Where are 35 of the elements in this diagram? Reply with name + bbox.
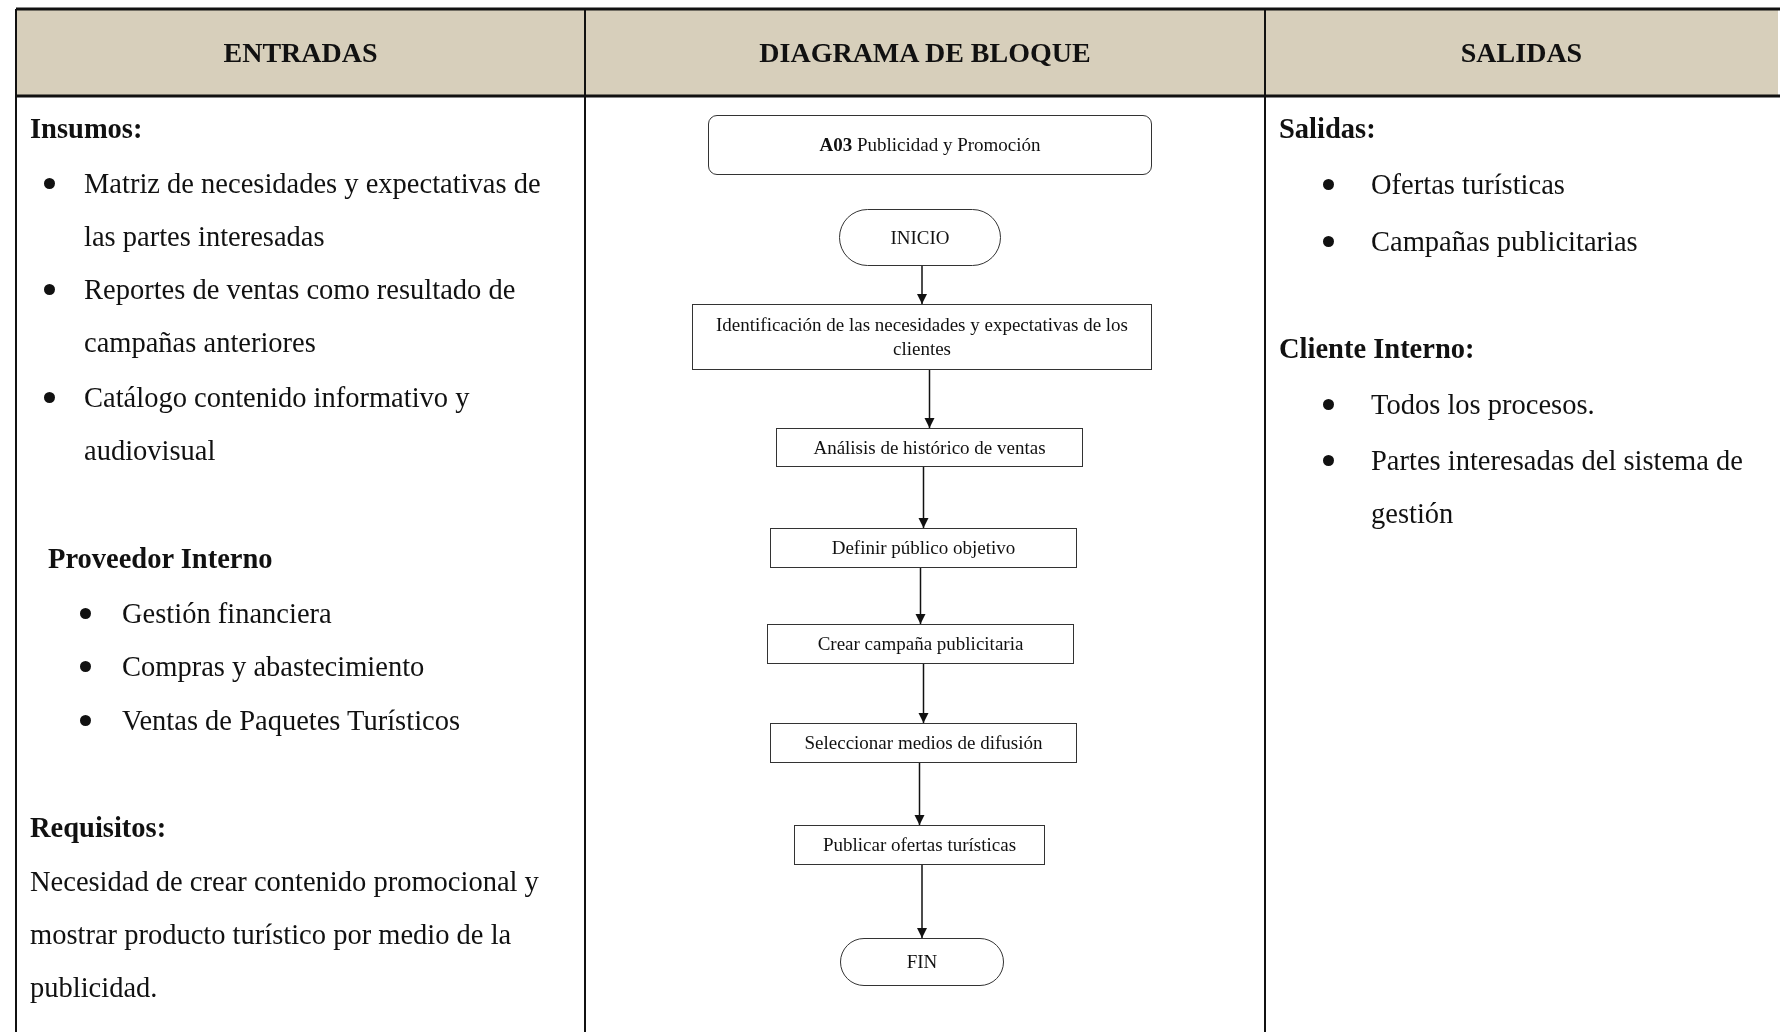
process-box: Crear campaña publicitaria (767, 624, 1074, 664)
list-item: Partes interesadas del sistema de gestión (1371, 444, 1744, 531)
section-heading: Insumos: (30, 112, 144, 146)
list-item: Catálogo contenido informativo y audiovisual (84, 381, 471, 468)
arrow (916, 265, 928, 305)
end-terminal: FIN (840, 938, 1004, 986)
arrow (914, 762, 925, 826)
start-terminal: INICIO (839, 209, 1001, 266)
process-box: Definir público objetivo (770, 528, 1077, 568)
list-item: Compras y abastecimiento (122, 650, 426, 684)
arrow (924, 369, 935, 429)
arrow (916, 864, 928, 939)
process-box: Análisis de histórico de ventas (776, 428, 1083, 467)
process-box: Seleccionar medios de difusión (770, 723, 1077, 763)
list-item: Campañas publicitarias (1371, 225, 1639, 259)
process-box: Publicar ofertas turísticas (794, 825, 1045, 865)
arrow (918, 663, 929, 724)
list-item: Gestión financiera (122, 597, 333, 631)
column-header: ENTRADAS (222, 35, 379, 70)
section-heading: Requisitos: (30, 811, 168, 845)
title-box: A03 Publicidad y Promoción (708, 115, 1152, 175)
process-box: Identificación de las necesidades y expectativas de los clientes (692, 304, 1152, 370)
column-header: DIAGRAMA DE BLOQUE (758, 35, 1092, 70)
arrow (915, 567, 926, 625)
section-heading: Salidas: (1279, 112, 1377, 146)
list-item: Reportes de ventas como resultado de campañas anteriores (84, 273, 517, 360)
list-item: Ofertas turísticas (1371, 168, 1566, 202)
list-item: Ventas de Paquetes Turísticos (122, 704, 462, 738)
list-item: Todos los procesos. (1371, 388, 1596, 422)
paragraph: Necesidad de crear contenido promocional y mostrar producto turístico por medio de la publicidad. (30, 865, 540, 1005)
list-item: Matriz de necesidades y expectativas de las partes interesadas (84, 167, 542, 254)
column-header: SALIDAS (1459, 35, 1584, 70)
section-heading: Proveedor Interno (48, 542, 274, 576)
arrow (918, 466, 929, 529)
section-heading: Cliente Interno: (1279, 332, 1476, 366)
